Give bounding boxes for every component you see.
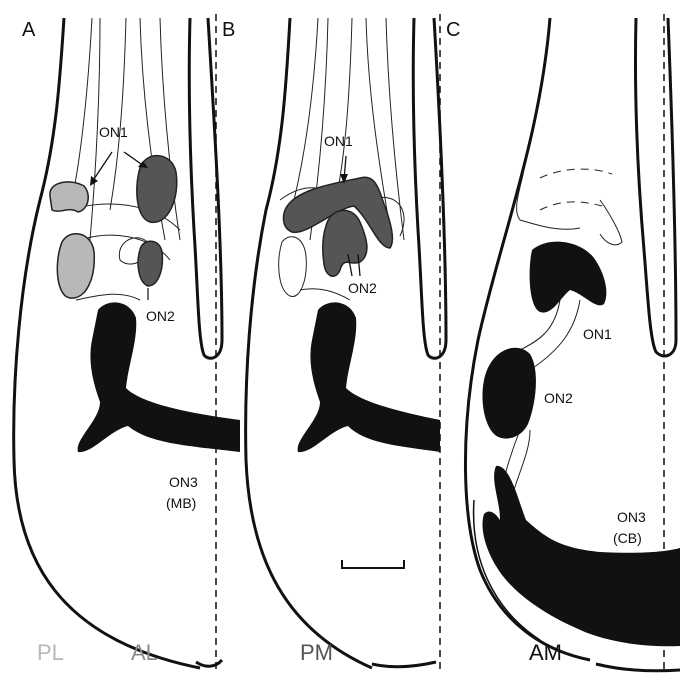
- scale-bar: [342, 560, 404, 568]
- panel-b-glomerulus-on2: [323, 210, 367, 276]
- panel-c-on2-black: [482, 348, 535, 439]
- panel-a-lobe: [189, 18, 222, 358]
- panel-c-on1-black: [530, 242, 607, 313]
- panel-a-on3-label: ON3: [169, 474, 198, 490]
- panel-b-letter: B: [222, 19, 235, 41]
- panel-c-lobe: [635, 18, 676, 356]
- panel-a-glomerulus-on2: [138, 241, 162, 286]
- panel-c-on3-label: ON3: [617, 509, 646, 525]
- panel-c-letter: C: [446, 19, 460, 41]
- panel-c-on2-label: ON2: [544, 390, 573, 406]
- panel-b: B ON1 ON2 PM: [222, 14, 446, 672]
- panel-a: A ON1 ON2 ON3 (MB) PL AL: [14, 14, 240, 672]
- panel-a-glomerulus-pl-1: [50, 182, 88, 212]
- region-pm-label: PM: [300, 640, 333, 665]
- panel-a-mb-label: (MB): [166, 495, 196, 511]
- panel-b-on3-black: [298, 302, 440, 452]
- region-pl-label: PL: [37, 640, 64, 665]
- region-al-label: AL: [131, 640, 158, 665]
- panel-a-letter: A: [22, 19, 36, 41]
- panel-b-bottom-curve: [372, 662, 436, 667]
- panel-a-on2-label: ON2: [146, 308, 175, 324]
- panel-b-lobe: [413, 18, 446, 358]
- panel-a-on1-arrows: [92, 152, 144, 182]
- panel-c-cb-label: (CB): [613, 530, 642, 546]
- panel-a-bottom-curve: [196, 660, 222, 666]
- panel-b-on2-label: ON2: [348, 280, 377, 296]
- region-am-label: AM: [529, 640, 562, 665]
- panel-c-bottom-curve: [596, 664, 680, 671]
- panel-a-on1-label: ON1: [99, 124, 128, 140]
- panel-c-on1-label: ON1: [583, 326, 612, 342]
- panel-b-on1-label: ON1: [324, 133, 353, 149]
- panel-c: C ON1 ON2 ON3 (CB) AM: [446, 14, 680, 672]
- panel-a-glomerulus-pl-2: [57, 234, 94, 298]
